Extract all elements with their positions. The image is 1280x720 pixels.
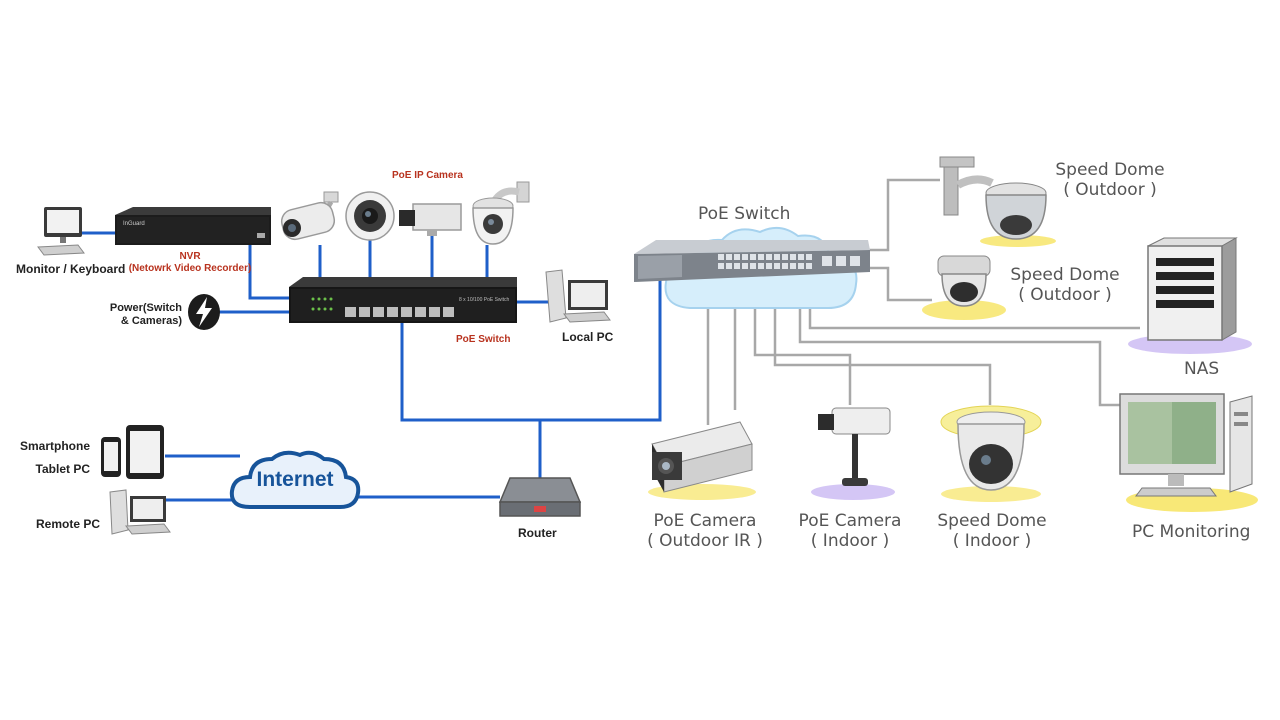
pc-monitoring-label: PC Monitoring <box>1132 522 1251 542</box>
nas-icon <box>1128 237 1252 354</box>
router-icon <box>498 477 582 517</box>
bullet-camera-icon <box>280 191 339 241</box>
speed-dome-indoor-label: Speed Dome ( Indoor ) <box>937 511 1047 551</box>
poe-camera-outdoor-ir-icon <box>648 421 756 500</box>
poe-camera-indoor-icon <box>811 407 895 500</box>
monitor-keyboard-icon <box>37 207 85 256</box>
poe-ip-camera-label: PoE IP Camera <box>392 170 463 181</box>
pc-monitoring-icon <box>1119 393 1258 512</box>
poe-switch-right-label: PoE Switch <box>698 204 791 224</box>
power-label: Power(Switch & Cameras) <box>109 302 182 327</box>
smartphone-label: Smartphone <box>19 439 90 453</box>
poe-switch-right-device <box>634 240 870 282</box>
speed-dome-outdoor-2-label: Speed Dome ( Outdoor ) <box>1010 265 1120 305</box>
internet-cloud-icon <box>229 450 361 509</box>
dome-camera-icon <box>345 191 395 241</box>
poe-switch-left-device: 8 x 10/100 PoE Switch <box>289 277 517 323</box>
ptz-camera-icon <box>472 181 530 245</box>
nvr-brand-text: InGuard <box>123 221 145 227</box>
speed-dome-outdoor-1-label: Speed Dome ( Outdoor ) <box>1055 160 1165 200</box>
remote-pc-label: Remote PC <box>35 517 100 531</box>
local-pc-label: Local PC <box>562 330 614 344</box>
remote-pc-icon <box>109 489 171 535</box>
speed-dome-outdoor-1-icon <box>939 156 1056 247</box>
poe-camera-indoor-label: PoE Camera ( Indoor ) <box>798 511 902 551</box>
nas-label: NAS <box>1184 359 1220 379</box>
smartphone-tablet-icon <box>101 425 164 479</box>
poe-camera-outdoor-ir-label: PoE Camera ( Outdoor IR ) <box>647 511 763 551</box>
blue-links <box>82 231 662 502</box>
poe-switch-badge: 8 x 10/100 PoE Switch <box>459 297 510 303</box>
tablet-pc-label: Tablet PC <box>35 462 90 476</box>
power-icon <box>188 294 220 330</box>
monitor-keyboard-label: Monitor / Keyboard <box>16 262 126 276</box>
internet-label: Internet <box>256 468 334 491</box>
poe-switch-left-label: PoE Switch <box>456 334 511 345</box>
speed-dome-outdoor-2-icon <box>922 255 1006 320</box>
local-pc-icon <box>545 269 611 323</box>
nvr-title-label: NVR (Netowrk Video Recorder) <box>128 251 252 274</box>
nvr-device-icon: InGuard <box>115 207 271 245</box>
speed-dome-indoor-icon <box>940 405 1042 502</box>
box-camera-icon <box>399 203 462 236</box>
router-label: Router <box>518 526 557 540</box>
